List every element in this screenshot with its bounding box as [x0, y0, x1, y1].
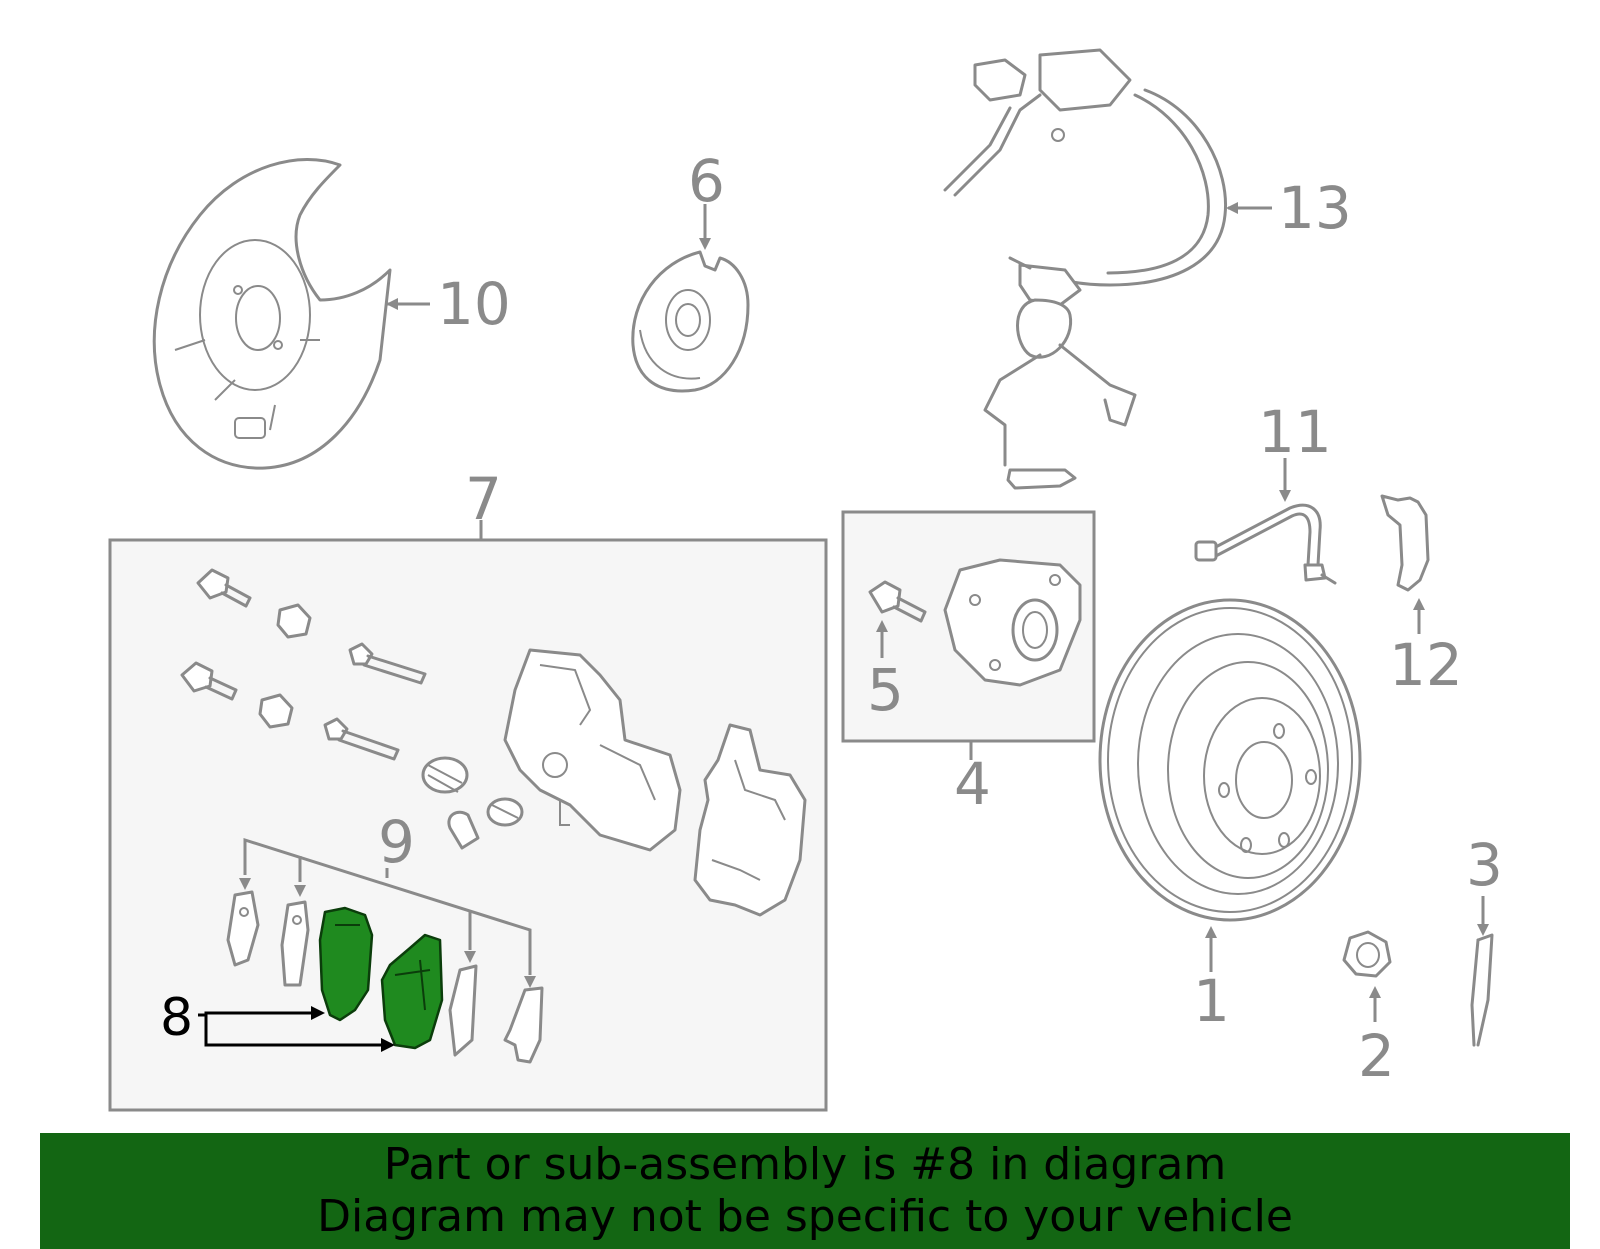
callout-5: 5: [867, 656, 904, 724]
callout-2: 2: [1358, 1022, 1395, 1090]
abs-sensor-wire-part-13: [943, 48, 1228, 490]
callout-9: 9: [378, 808, 415, 876]
caliper-hardware: [180, 568, 524, 850]
clip-part-3: [1470, 933, 1494, 1047]
banner-line-1: Part or sub-assembly is #8 in diagram: [383, 1139, 1227, 1190]
hub-bolt-part-5: [868, 580, 927, 623]
caliper-bracket: [693, 723, 807, 917]
arrowhead-1: [1205, 926, 1217, 938]
arrowhead-12: [1413, 598, 1425, 610]
brake-pad-inner: [318, 906, 374, 1022]
dust-cover-part-6: [631, 250, 750, 393]
arrowhead-11: [1279, 490, 1291, 502]
shim-kit-part-9: [226, 837, 544, 1064]
leader-8: [198, 1006, 395, 1052]
arrowhead-5: [876, 620, 888, 632]
callout-11: 11: [1258, 398, 1332, 466]
arrowhead-10: [386, 298, 398, 310]
arrowhead-3: [1477, 924, 1489, 936]
banner-line-2: Diagram may not be specific to your vehi…: [317, 1191, 1293, 1242]
hub-bearing-part-4: [943, 558, 1082, 687]
brake-hose-part-11: [1194, 503, 1337, 585]
lug-nut-part-2: [1342, 930, 1392, 978]
caliper-body: [503, 648, 682, 852]
arrowhead-6: [699, 238, 711, 250]
callout-6: 6: [688, 147, 725, 215]
brake-rotor-part-1: [1098, 598, 1362, 922]
callout-10: 10: [437, 270, 511, 338]
hose-clip-part-12: [1380, 494, 1430, 592]
callout-8: 8: [160, 988, 193, 1048]
brake-pad-outer: [380, 933, 444, 1050]
callout-13: 13: [1278, 174, 1352, 242]
callout-7: 7: [465, 465, 502, 533]
splash-shield-part-10: [152, 157, 392, 470]
callout-12: 12: [1389, 631, 1463, 699]
callout-1: 1: [1193, 967, 1230, 1035]
brake-pads-part-8: [318, 906, 444, 1050]
arrowhead-13: [1226, 202, 1238, 214]
callout-3: 3: [1466, 831, 1503, 899]
arrowhead-2: [1369, 986, 1381, 998]
callout-4: 4: [954, 750, 991, 818]
notice-banner: Part or sub-assembly is #8 in diagram Di…: [40, 1133, 1570, 1249]
